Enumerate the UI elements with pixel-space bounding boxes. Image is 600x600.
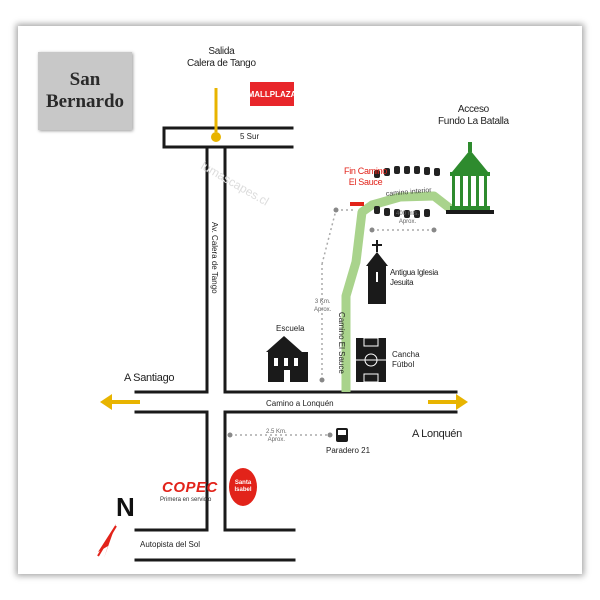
camino-el-sauce-path bbox=[341, 191, 455, 392]
school-icon bbox=[266, 336, 308, 382]
street-label-lonquen: Camino a Lonquén bbox=[266, 399, 334, 408]
guide-dot-4 bbox=[333, 207, 339, 213]
fundo-pavilion-icon bbox=[446, 142, 494, 214]
copec-logo: COPEC bbox=[162, 479, 218, 496]
guide-dot-1 bbox=[227, 432, 233, 438]
fin-camino-marker bbox=[350, 202, 364, 206]
tree-row-icon bbox=[374, 166, 440, 218]
arrow-santiago-icon bbox=[100, 394, 140, 410]
escuela-label: Escuela bbox=[276, 324, 305, 333]
distance-guides bbox=[230, 209, 434, 436]
church-icon bbox=[366, 240, 388, 304]
north-label: N bbox=[116, 492, 135, 522]
autopista-label: Autopista del Sol bbox=[140, 540, 201, 549]
copec-tagline: Primera en servicio bbox=[160, 497, 212, 503]
watermark: lumascapes.cl bbox=[199, 158, 272, 208]
bus-stop-icon bbox=[336, 428, 348, 442]
camino-interior-label: camino interior bbox=[386, 187, 433, 198]
roads bbox=[134, 126, 458, 562]
guide-dot-6 bbox=[431, 227, 437, 233]
guide-dot-3 bbox=[319, 377, 325, 383]
guide-dot-2 bbox=[327, 432, 333, 438]
soccer-field-icon bbox=[356, 337, 386, 383]
street-label-calera: Av. Calera de Tango bbox=[210, 222, 219, 294]
north-arrow-icon bbox=[97, 524, 117, 558]
to-lonquen-label: A Lonquén bbox=[412, 428, 462, 440]
dist-3km-label: 3 Km.Aprox. bbox=[314, 299, 332, 313]
arrow-lonquen-icon bbox=[428, 394, 468, 410]
to-santiago-label: A Santiago bbox=[124, 372, 175, 384]
street-label-sauce: Camino El Sauce bbox=[337, 312, 346, 374]
dist-400-label: 400 mts.Aprox. bbox=[396, 211, 420, 225]
arrow-north-exit-icon bbox=[211, 88, 221, 142]
street-label-5-sur: 5 Sur bbox=[240, 132, 260, 141]
guide-dot-5 bbox=[369, 227, 375, 233]
paradero-label: Paradero 21 bbox=[326, 446, 371, 455]
dist-25km-label: 2.5 Km.Aprox. bbox=[266, 429, 287, 443]
mallplaza-logo: MALLPLAZA bbox=[248, 82, 296, 106]
